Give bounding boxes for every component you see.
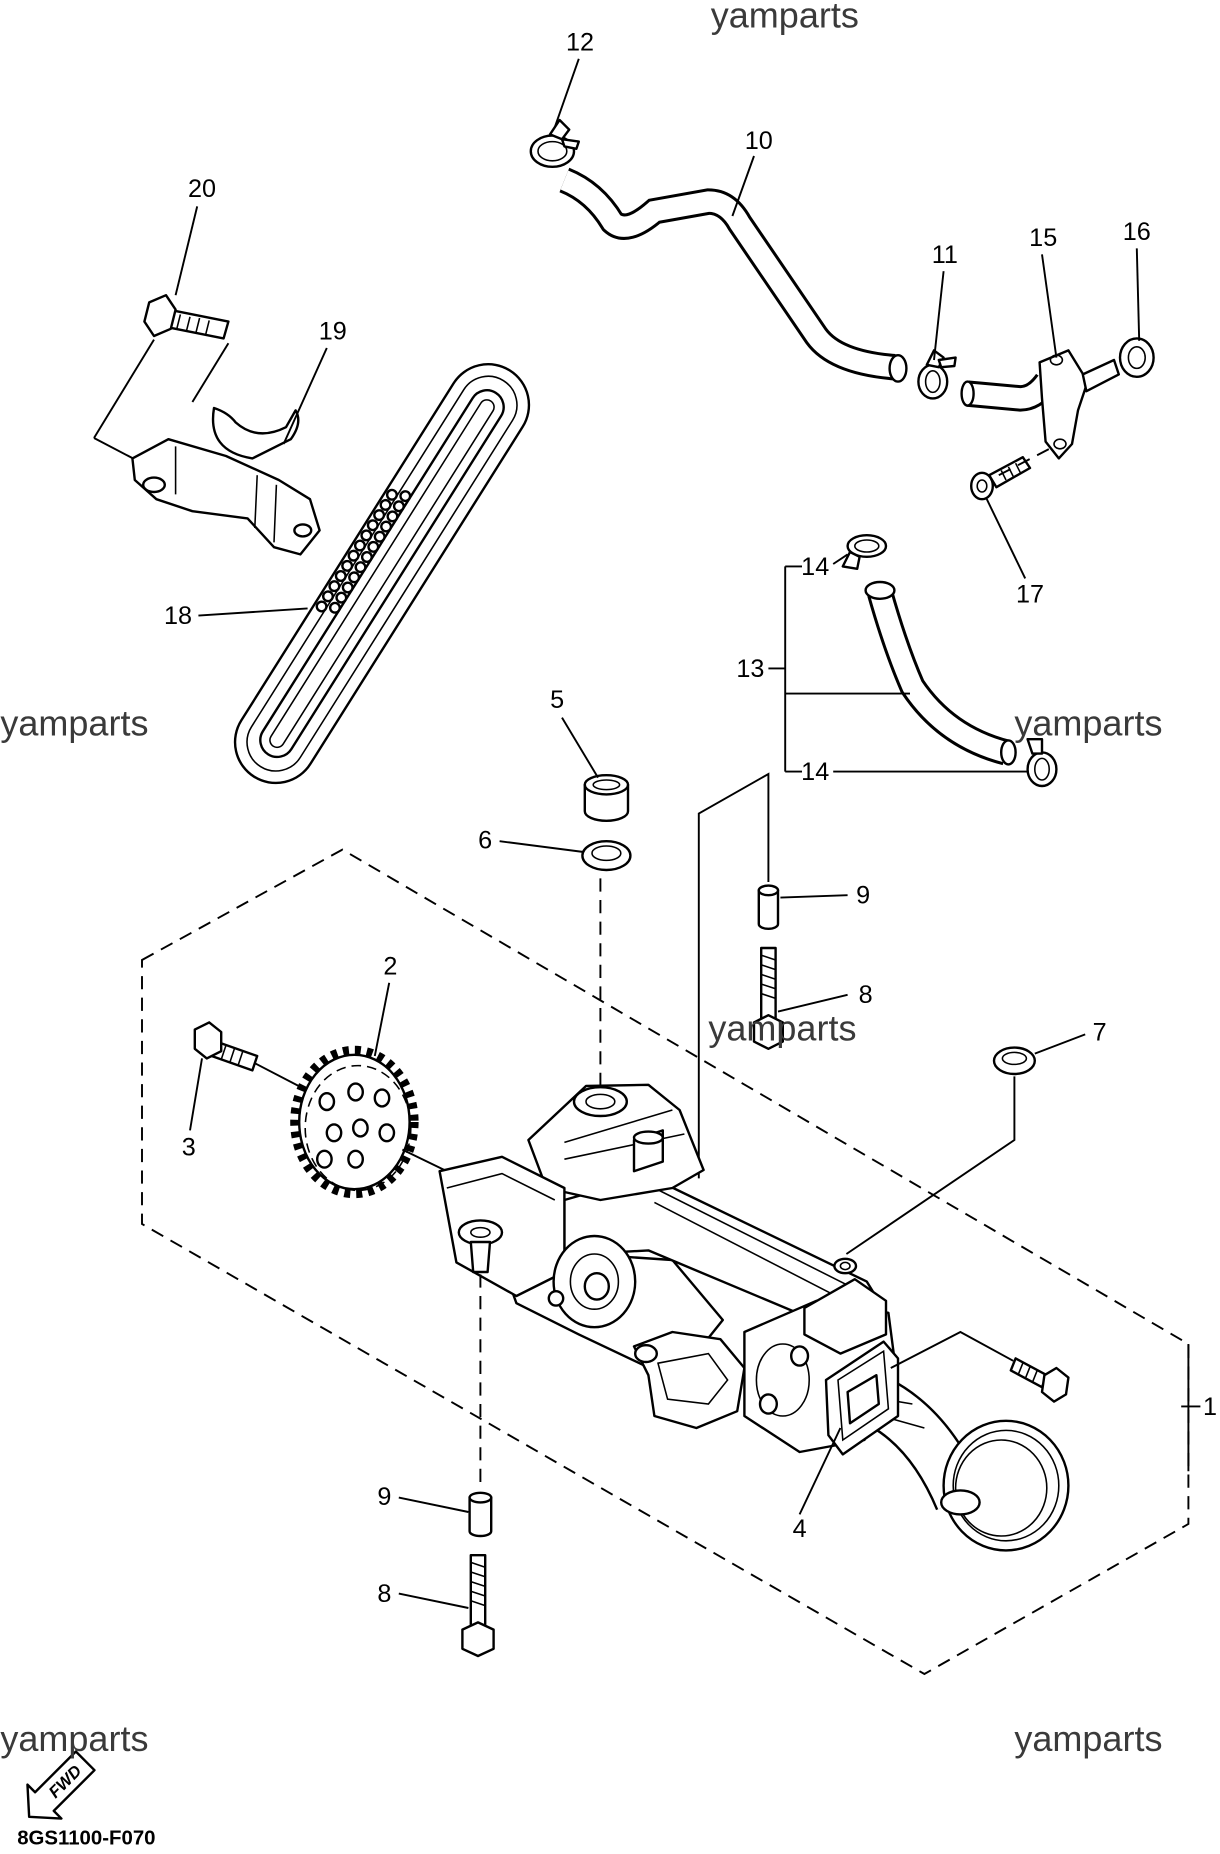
callout-16: 16 — [1123, 218, 1151, 246]
callout-9-upper: 9 — [856, 882, 870, 910]
callout-10: 10 — [745, 127, 773, 155]
cam-chain-18 — [233, 363, 531, 785]
watermark-bottom-right: yamparts — [1014, 1718, 1162, 1759]
callout-8-upper: 8 — [859, 981, 873, 1009]
leader-lines — [174, 58, 1201, 1609]
callout-labels: 12 10 20 19 11 15 16 17 14 13 14 18 5 6 … — [164, 28, 1217, 1608]
bolt-8-lower — [461, 1554, 495, 1658]
callout-2: 2 — [383, 952, 397, 980]
callout-17: 17 — [1016, 580, 1044, 608]
strainer-bolt-alignment-line — [890, 1330, 1014, 1369]
callout-12: 12 — [566, 28, 594, 56]
callout-15: 15 — [1029, 224, 1057, 252]
bolt-20 — [143, 294, 230, 340]
oil-pipe-15 — [960, 349, 1120, 460]
callout-3: 3 — [182, 1134, 196, 1162]
bolt-8-upper — [752, 946, 784, 1050]
callout-11: 11 — [932, 241, 958, 269]
oil-pump-body — [438, 1083, 897, 1454]
gear-alignment-line — [401, 1148, 445, 1171]
oil-pump-assembly-boundary — [141, 848, 1190, 1676]
callout-20: 20 — [188, 175, 216, 203]
callout-14-upper: 14 — [801, 553, 829, 581]
callout-13: 13 — [736, 655, 764, 683]
hose-clamp-12 — [529, 118, 580, 168]
oil-pump-drive-gear-2 — [290, 1045, 419, 1199]
callout-1: 1 — [1203, 1393, 1217, 1421]
gasket-16 — [1118, 337, 1155, 378]
watermark-left: yamparts — [0, 703, 148, 744]
alignment-lines-upper — [697, 772, 770, 1179]
chain-links-detail — [315, 488, 412, 614]
callout-5: 5 — [550, 686, 564, 714]
watermark-bottom-left: yamparts — [0, 1718, 148, 1759]
hose-clamp-14-lower — [1026, 737, 1058, 788]
dowel-pin-9-upper — [757, 884, 780, 930]
callout-7: 7 — [1093, 1018, 1107, 1046]
gasket-4 — [824, 1340, 900, 1456]
dowel-pin-9-lower — [468, 1491, 493, 1538]
hose-10 — [559, 167, 908, 383]
callout-4: 4 — [793, 1515, 807, 1543]
o-ring-6 — [581, 840, 632, 872]
diagram-code: 8GS1100-F070 — [17, 1827, 155, 1849]
callout-9-lower: 9 — [377, 1483, 391, 1511]
bolt-17-alignment-line — [998, 445, 1055, 477]
chain-guide-19 — [131, 406, 321, 556]
callout-14-lower: 14 — [801, 758, 829, 786]
callout-19: 19 — [319, 318, 347, 346]
callout-6: 6 — [478, 826, 492, 854]
o-ring-7-alignment-line — [845, 1076, 1016, 1255]
hose-clamp-11 — [917, 349, 957, 400]
callout-8-lower: 8 — [377, 1580, 391, 1608]
hose-clamp-14-upper — [841, 534, 888, 570]
watermark-right: yamparts — [1014, 703, 1162, 744]
callout-18: 18 — [164, 602, 192, 630]
o-ring-7 — [992, 1046, 1036, 1076]
bolt-3 — [193, 1021, 259, 1072]
strainer-bolt — [1009, 1357, 1070, 1403]
callout-13-bracket — [768, 553, 1028, 773]
hose-13 — [864, 580, 1017, 766]
watermarks: yamparts yamparts yamparts yamparts yamp… — [0, 0, 1162, 1759]
watermark-center: yamparts — [708, 1007, 856, 1048]
watermark-top: yamparts — [711, 0, 859, 36]
collar-5 — [583, 774, 630, 822]
